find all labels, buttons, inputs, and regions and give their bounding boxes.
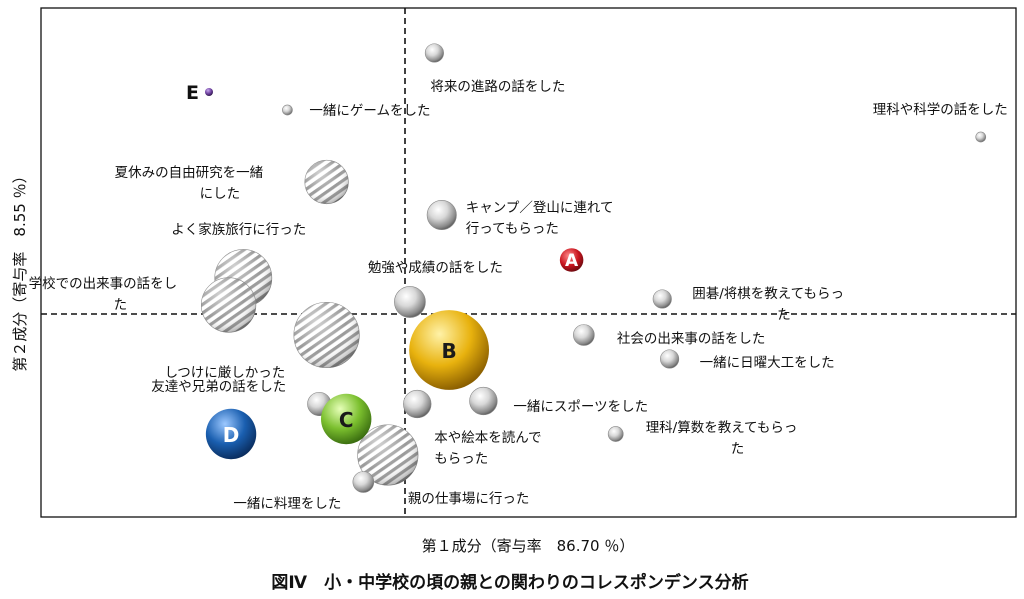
group-marker-e: E (186, 82, 213, 104)
bubble-point (403, 389, 432, 419)
bubble-point (652, 289, 672, 309)
group-letter: C (339, 408, 354, 432)
bubble-point (426, 200, 457, 231)
point-label: 夏休みの自由研究を一緒にした (115, 165, 264, 202)
group-marker-b: B (409, 310, 489, 390)
point-label: 勉強や成績の話をした (368, 259, 503, 276)
bubble-point (201, 277, 257, 333)
bubble-circle (469, 386, 498, 416)
point-label: しつけに厳しかった (165, 365, 286, 381)
bubble-circle (282, 104, 293, 116)
bubble-point (469, 386, 498, 416)
bubble-point (293, 301, 360, 369)
point-label: 一緒に料理をした (233, 496, 341, 512)
bubble-circle (352, 471, 375, 493)
point-label-line: た (731, 441, 745, 457)
bubble-shade (201, 277, 256, 333)
point-label: 囲碁/将棋を教えてもらった (692, 286, 844, 323)
group-letter: E (186, 82, 199, 104)
group-letter: B (441, 339, 456, 363)
bubble-point (424, 43, 444, 63)
point-label-line: た (777, 307, 791, 323)
bubble-shade (357, 424, 419, 486)
point-label: よく家族旅行に行った (171, 221, 306, 238)
bubble-circle (424, 43, 444, 63)
group-bubble (205, 408, 257, 460)
bubble-point (660, 349, 680, 369)
figure-caption: 図Ⅳ 小・中学校の頃の親との関わりのコレスポンデンス分析 (271, 572, 748, 593)
group-bubble (409, 310, 489, 390)
point-label: 理科や科学の話をした (873, 101, 1008, 118)
point-label-line: 行ってもらった (466, 221, 559, 237)
bubble-shade (304, 160, 349, 204)
point-label-line: た (114, 297, 128, 313)
bubble-layer: A B C D E (186, 43, 987, 493)
point-label-line: 学校での出来事の話をし (29, 275, 178, 292)
group-bubble (559, 248, 584, 272)
point-label-line: 理科/算数を教えてもらっ (646, 420, 798, 436)
group-marker-d: D (205, 408, 257, 460)
group-bubble (321, 393, 372, 445)
bubble-point (304, 159, 349, 205)
point-label: 一緒にスポーツをした (513, 399, 648, 415)
bubble-circle (975, 131, 987, 143)
point-label-line: キャンプ／登山に連れて (466, 200, 614, 216)
point-label: キャンプ／登山に連れて行ってもらった (466, 200, 614, 237)
bubble-point (357, 424, 419, 486)
point-label-line: もらった (434, 451, 488, 467)
point-label: 親の仕事場に行った (408, 491, 529, 507)
point-label: 理科/算数を教えてもらった (646, 420, 798, 457)
point-label: 本や絵本を読んでもらった (434, 430, 541, 467)
point-label: 学校での出来事の話をした (29, 275, 178, 313)
group-bubble (205, 88, 213, 96)
point-label: 一緒に日曜大工をした (700, 355, 835, 371)
bubble-circle (394, 286, 426, 318)
bubble-point (607, 426, 624, 442)
bubble-circle (660, 349, 680, 369)
bubble-circle (573, 324, 595, 346)
point-label-line: 本や絵本を読んで (434, 430, 541, 446)
point-label: 友達や兄弟の話をした (151, 378, 286, 395)
bubble-point (394, 286, 426, 318)
y-axis-label: 第２成分（寄与率 8.55 ％） (11, 168, 29, 371)
group-marker-c: C (321, 393, 372, 445)
x-axis-label: 第１成分（寄与率 86.70 ％） (422, 537, 635, 555)
point-label-line: 囲碁/将棋を教えてもらっ (692, 286, 844, 302)
bubble-point (975, 131, 987, 143)
group-letter: D (223, 423, 240, 447)
bubble-circle (652, 289, 672, 309)
plot-frame (40, 7, 1017, 518)
bubble-point (352, 471, 375, 493)
group-marker-a: A (559, 248, 584, 272)
bubble-point (573, 324, 595, 346)
bubble-circle (403, 389, 432, 419)
bubble-circle (426, 200, 457, 231)
point-label-line: にした (200, 186, 241, 202)
bubble-shade (293, 302, 360, 368)
bubble-point (282, 104, 293, 116)
point-label: 将来の進路の話をした (430, 78, 565, 95)
point-label: 社会の出来事の話をした (617, 330, 766, 347)
group-letter: A (565, 251, 579, 271)
bubble-circle (607, 426, 624, 442)
point-label-line: 夏休みの自由研究を一緒 (115, 165, 264, 181)
point-label: 一緒にゲームをした (309, 103, 430, 119)
